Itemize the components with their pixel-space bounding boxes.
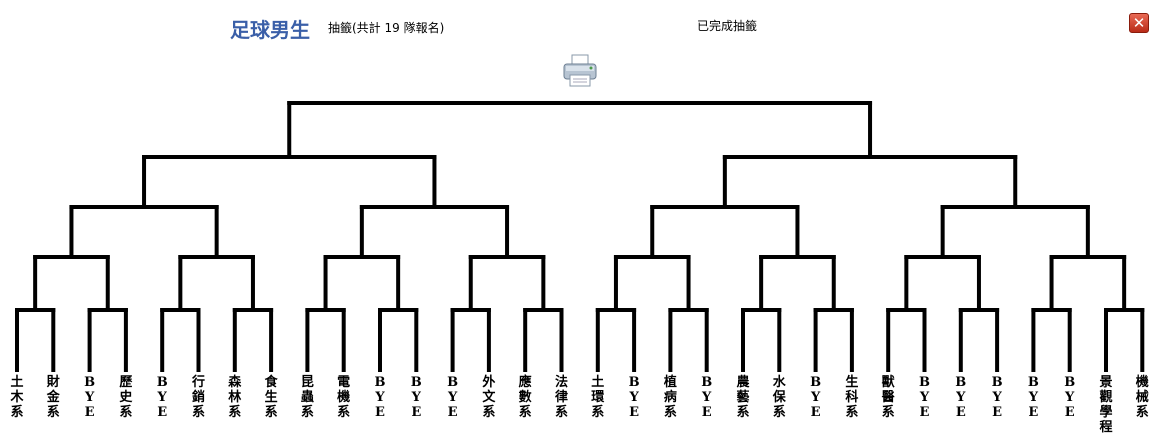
team-label: BYE [84,375,96,420]
page-title: 足球男生 [230,18,310,42]
close-icon: ✕ [1132,14,1146,32]
team-label: 土環系 [591,375,605,420]
team-label: 水保系 [772,375,786,420]
team-label: 財金系 [46,375,60,420]
team-label: 歷史系 [119,375,133,420]
team-label: 昆蟲系 [300,375,314,420]
team-label: BYE [701,375,713,420]
team-label: 農藝系 [736,375,750,420]
close-button[interactable]: ✕ [1129,13,1149,33]
team-label: BYE [1027,375,1039,420]
team-label: 外文系 [482,375,496,420]
team-label: 行銷系 [191,375,205,420]
team-label: 土木系 [10,375,24,420]
header-bar: 足球男生 抽籤(共計 19 隊報名) 已完成抽籤 ✕ [0,0,1150,50]
team-label: 生科系 [845,375,859,420]
team-label: BYE [919,375,930,420]
team-label: BYE [810,375,822,420]
team-label: 機械系 [1135,375,1149,420]
team-label: 法律系 [554,375,568,420]
draw-subtitle: 抽籤(共計 19 隊報名) [328,21,445,35]
team-label: BYE [374,375,386,420]
team-label: 食生系 [264,375,278,420]
printer-icon [563,54,597,87]
team-label: 應數系 [518,375,532,420]
draw-status: 已完成抽籤 [697,19,758,33]
team-label: BYE [1064,375,1076,420]
team-label: 景觀學程 [1099,375,1113,435]
team-label: 獸醫系 [881,375,895,420]
team-label: BYE [447,375,459,420]
team-label: BYE [628,375,640,420]
print-button[interactable] [560,50,600,90]
team-label: BYE [991,375,1003,420]
team-label: BYE [410,375,422,420]
team-label: BYE [955,375,967,420]
team-label: BYE [156,375,168,420]
team-label: 森林系 [228,375,242,420]
team-label: 電機系 [337,375,351,420]
team-label: 植病系 [663,375,677,420]
